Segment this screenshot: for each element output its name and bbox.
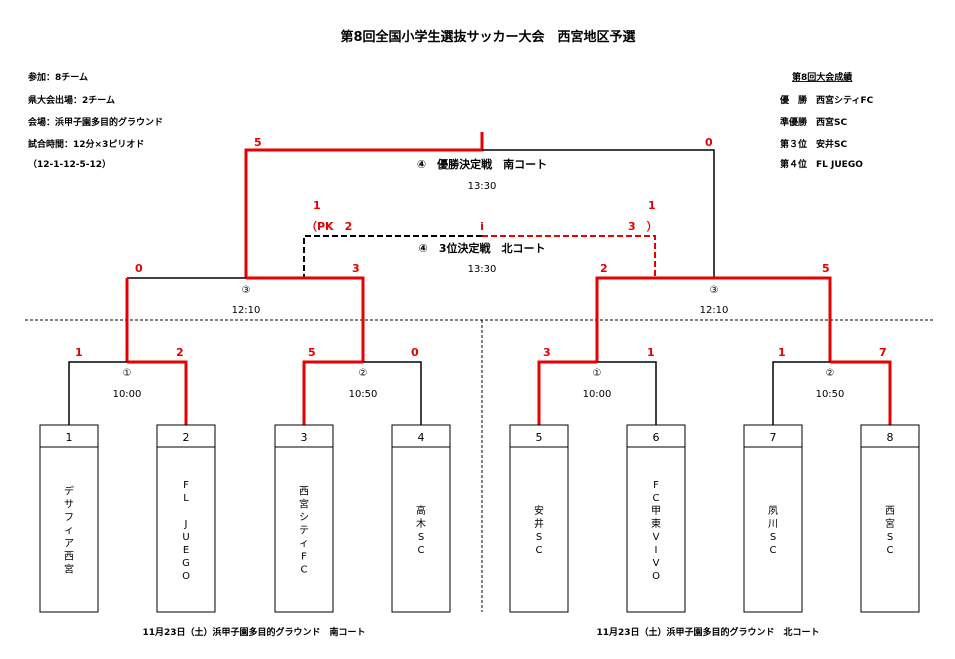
r1c-line-left (537, 360, 597, 425)
team-number: 6 (653, 431, 660, 444)
team-number: 4 (418, 431, 425, 444)
r1a-mark: ① (123, 368, 132, 379)
r1c-mark: ① (593, 368, 602, 379)
results-heading: 第8回大会成績 (792, 71, 852, 83)
team-box-frame (274, 424, 334, 613)
third-line-right (482, 235, 656, 278)
r1a-right-score: 2 (176, 346, 184, 359)
venue-north: 11月23日（土）浜甲子園多目的グラウンド 北コート (596, 626, 819, 638)
r1c-left-score: 3 (543, 346, 551, 359)
semi-left-right-score: 3 (352, 262, 360, 275)
team-box-1: 1 デサフィア西宮 (39, 424, 99, 613)
team-number: 5 (536, 431, 543, 444)
r1b-left-score: 5 (308, 346, 316, 359)
r1a-line-left (68, 361, 127, 425)
r1b-time: 10:50 (349, 389, 378, 400)
r1c-right-score: 1 (647, 346, 655, 359)
third-center-mark: i (480, 220, 484, 233)
team-number: 3 (301, 431, 308, 444)
final-line-winner (244, 132, 484, 278)
r1b-mark: ② (359, 368, 368, 379)
info-venue: 会場：浜甲子園多目的グラウンド (28, 116, 163, 128)
semi-left-line-winner (246, 276, 365, 362)
page-title: 第8回全国小学生選抜サッカー大会 西宮地区予選 (340, 29, 635, 45)
r1a-line-right (127, 360, 188, 425)
r1b-right-score: 0 (411, 346, 419, 359)
third-right-pk: 3 ） (628, 220, 658, 233)
semi-right-line-winner (714, 276, 832, 362)
third-left-pk: （PK 2 (306, 220, 352, 233)
r1a-time: 10:00 (113, 389, 142, 400)
r1d-left-score: 1 (778, 346, 786, 359)
team-number: 2 (183, 431, 190, 444)
third-time: 13:30 (468, 264, 497, 275)
team-number: 1 (66, 431, 73, 444)
final-time: 13:30 (468, 181, 497, 192)
r1d-line-left (772, 361, 830, 425)
r1d-line-right (830, 360, 892, 425)
team-box-frame (509, 424, 569, 613)
team-box-frame (626, 424, 686, 613)
result-first: 優 勝 西宮シティFC (779, 94, 874, 106)
r1c-line-right (597, 361, 657, 425)
team-box-frame (156, 424, 216, 613)
third-line-left (303, 235, 482, 278)
third-right-score: 1 (648, 199, 656, 212)
final-right-score: 0 (705, 136, 713, 149)
team-box-frame (39, 424, 99, 613)
team-box-frame (743, 424, 803, 613)
r1a-left-score: 1 (75, 346, 83, 359)
info-participants: 参加：8チーム (28, 71, 88, 83)
result-third: 第３位 安井SC (780, 138, 847, 150)
third-label: ④ 3位決定戦 北コート (419, 241, 546, 255)
r1d-mark: ② (826, 368, 835, 379)
semi-left-mark: ③ (242, 285, 251, 296)
team-number: 7 (770, 431, 777, 444)
team-number: 8 (887, 431, 894, 444)
semi-right-right-score: 5 (822, 262, 830, 275)
r1d-time: 10:50 (816, 389, 845, 400)
team-box-frame (391, 424, 451, 613)
semi-right-left-score: 2 (600, 262, 608, 275)
venue-south: 11月23日（土）浜甲子園多目的グラウンド 南コート (142, 626, 365, 638)
semi-left-time: 12:10 (232, 305, 261, 316)
result-second: 準優勝 西宮SC (780, 116, 847, 128)
third-left-score: 1 (313, 199, 321, 212)
info-periods: （12-1-12-5-12） (28, 159, 111, 170)
final-left-score: 5 (254, 136, 262, 149)
semi-right-time: 12:10 (700, 305, 729, 316)
info-match-time: 試合時間：12分×3ピリオド (28, 138, 144, 150)
semi-left-left-score: 0 (135, 262, 143, 275)
r1b-line-left (302, 360, 363, 425)
result-fourth: 第４位 FL JUEGO (780, 158, 863, 170)
r1c-time: 10:00 (583, 389, 612, 400)
info-qualifiers: 県大会出場：2チーム (28, 94, 115, 106)
semi-right-mark: ③ (710, 285, 719, 296)
r1d-right-score: 7 (879, 346, 887, 359)
final-label: ④ 優勝決定戦 南コート (417, 157, 547, 171)
final-line-loser (482, 149, 715, 278)
team-name: デサフィア西宮 (64, 485, 74, 576)
team-box-frame (860, 424, 920, 613)
r1b-line-right (363, 361, 422, 425)
semi-right-line-a (595, 276, 714, 362)
